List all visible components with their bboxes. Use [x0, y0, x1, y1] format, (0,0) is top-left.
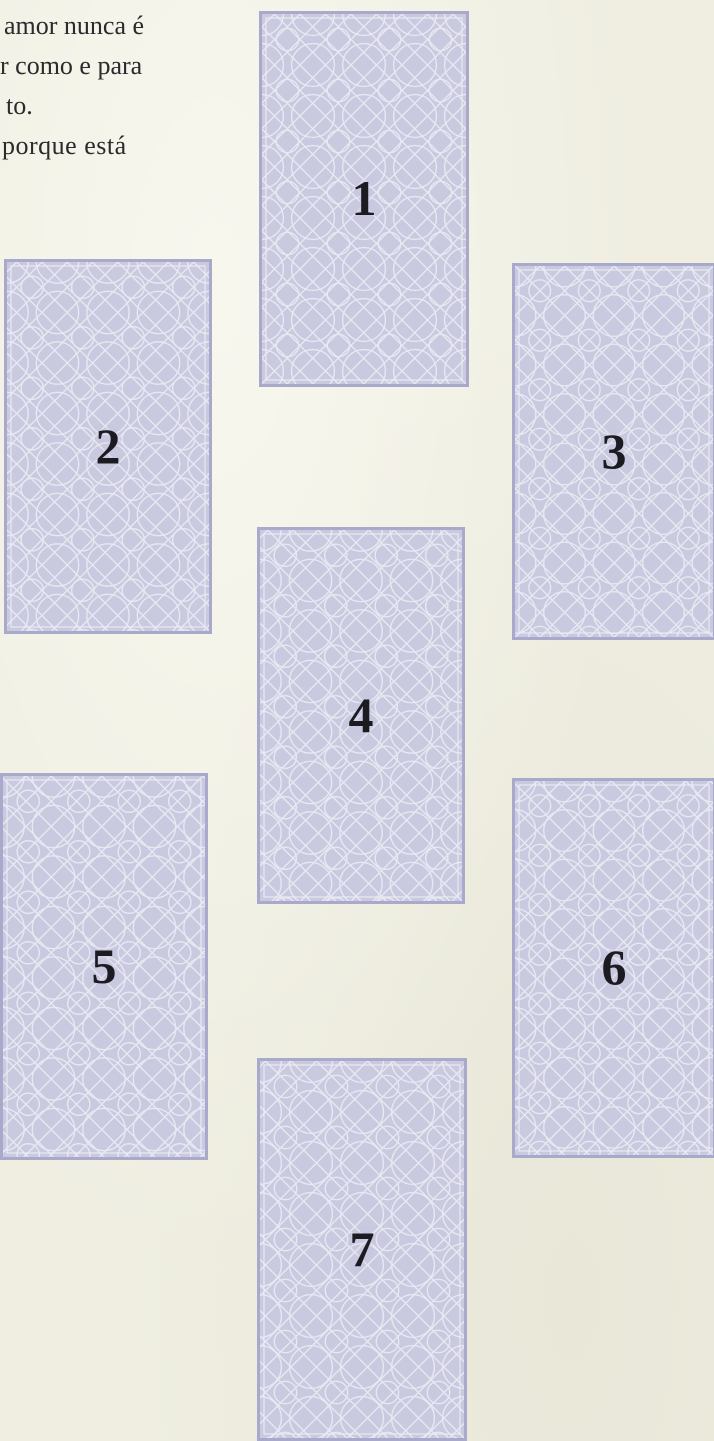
tarot-card-7: 7 [257, 1058, 467, 1441]
body-text-fragment: amor nunca é r como e para to. porque es… [0, 6, 250, 166]
text-line: amor nunca é [4, 6, 250, 46]
card-number: 7 [260, 1219, 464, 1277]
text-line: porque está [2, 126, 250, 166]
tarot-card-2: 2 [4, 259, 212, 634]
tarot-card-1: 1 [259, 11, 469, 387]
text-line: r como e para [0, 46, 250, 86]
tarot-card-5: 5 [0, 773, 208, 1160]
card-number: 6 [515, 938, 713, 996]
card-number: 1 [262, 169, 466, 227]
tarot-card-4: 4 [257, 527, 465, 904]
card-number: 2 [7, 416, 209, 474]
card-number: 4 [260, 685, 462, 743]
card-number: 5 [3, 936, 205, 994]
tarot-card-3: 3 [512, 263, 714, 640]
tarot-card-6: 6 [512, 778, 714, 1158]
text-line: to. [6, 86, 250, 126]
card-number: 3 [515, 421, 713, 479]
